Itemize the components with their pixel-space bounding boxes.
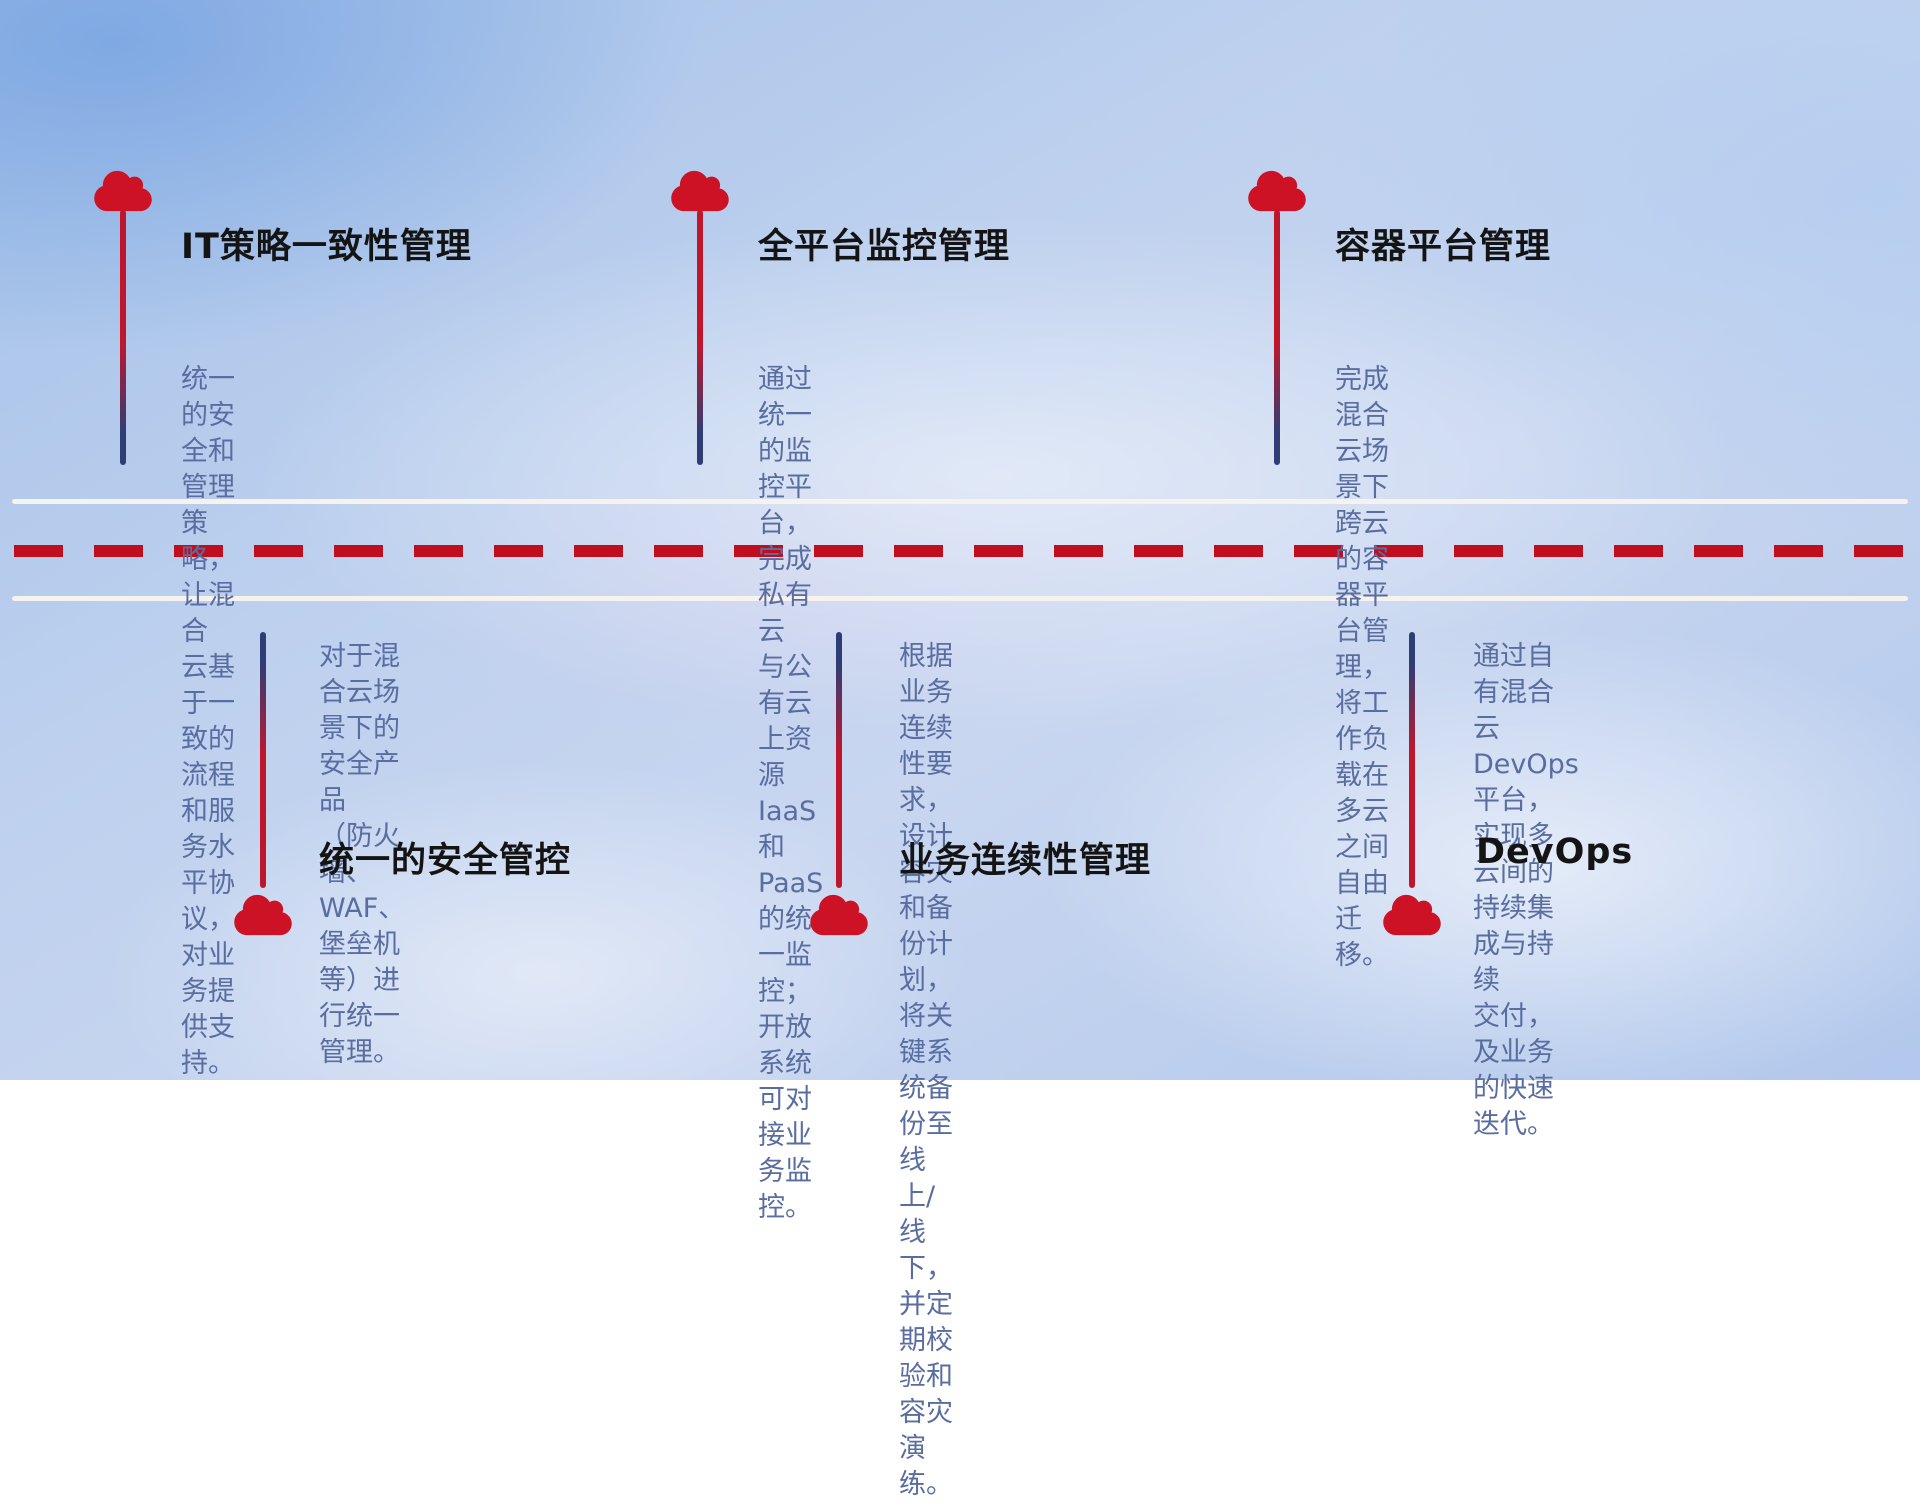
road-center-dashed-line: [14, 545, 1910, 557]
cloud-icon: [1248, 170, 1306, 212]
connector-line: [1409, 632, 1415, 888]
item-title: 容器平台管理: [1335, 227, 1552, 267]
connector-line: [836, 632, 842, 888]
connector-line: [260, 632, 266, 888]
item-title: 统一的安全管控: [319, 841, 572, 881]
cloud-icon: [810, 894, 868, 936]
road-top-white-line: [12, 499, 1908, 504]
connector-line: [697, 210, 703, 465]
cloud-icon: [94, 170, 152, 212]
connector-line: [120, 210, 126, 465]
item-description: 通过自有混合云DevOps平台， 实现多云间的持续集成与持续 交付，及业务的快速…: [1473, 641, 1579, 1140]
item-description: 完成混合云场景下跨云的容器平 台管理，将工作负载在多云之间 自由迁移。: [1335, 364, 1389, 971]
item-description: 根据业务连续性要求，设计容灾 和备份计划，将关键系统备份至 线上/线下，并定期校…: [899, 641, 953, 1500]
cloud-icon: [1383, 894, 1441, 936]
item-description: 通过统一的监控平台，完成私有云 与公有云上资源IaaS和PaaS的统 一监控；开…: [758, 364, 824, 1223]
item-title: 业务连续性管理: [899, 841, 1152, 881]
item-title: IT策略一致性管理: [181, 227, 472, 267]
item-title: DevOps: [1476, 832, 1634, 872]
cloud-icon: [234, 894, 292, 936]
item-title: 全平台监控管理: [758, 227, 1011, 267]
cloud-icon: [671, 170, 729, 212]
connector-line: [1274, 210, 1280, 465]
item-description: 统一的安全和管理策略，让混合 云基于一致的流程和服务水平协 议，对业务提供支持。: [181, 364, 235, 1079]
item-description: 对于混合云场景下的安全产品 （防火墙、WAF、堡垒机等）进 行统一管理。: [319, 641, 406, 1068]
road-bottom-white-line: [12, 596, 1908, 601]
